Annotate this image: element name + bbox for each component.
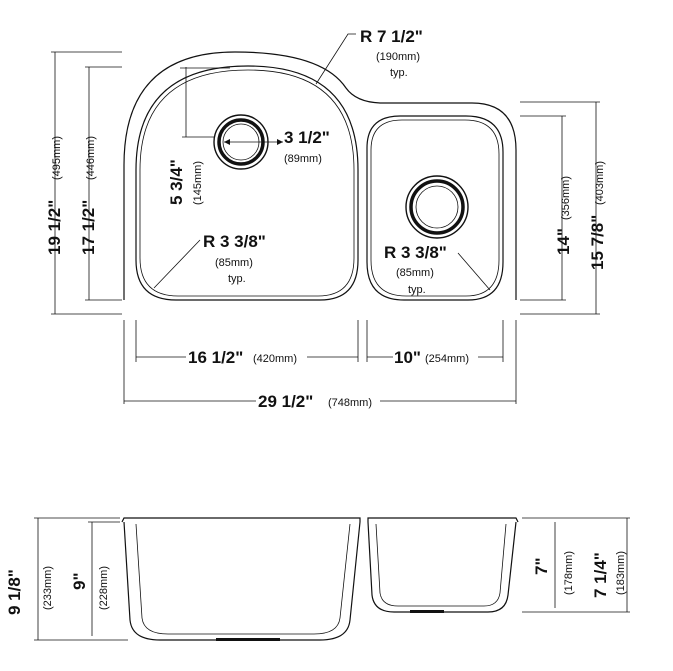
radius-top-value: R 7 1/2" [360, 27, 423, 46]
side-small-bowl [367, 521, 517, 613]
drain-diameter-mm: (89mm) [284, 153, 322, 165]
radius-left-value: R 3 3/8" [203, 232, 266, 251]
bowl-height-right-mm: (178mm) [563, 551, 575, 595]
radius-left-note: typ. [228, 273, 246, 285]
drain-diameter-value: 3 1/2" [284, 128, 330, 147]
radius-right-value: R 3 3/8" [384, 243, 447, 262]
overall-depth-left-value: 19 1/2" [45, 200, 64, 255]
radius-top-mm: (190mm) [376, 51, 420, 63]
bowl-depth-left-value: 17 1/2" [79, 200, 98, 255]
side-large-bowl [123, 521, 361, 641]
large-bowl-outline [135, 65, 359, 301]
side-view: 9 1/8" (233mm) 9" (228mm) 7" (178mm) 7 1… [5, 517, 630, 641]
overall-width-mm: (748mm) [328, 397, 372, 409]
overall-depth-right-mm: (403mm) [594, 161, 606, 205]
overall-height-left-mm: (233mm) [42, 566, 54, 610]
bowl-width-left-value: 16 1/2" [188, 348, 243, 367]
overall-depth-left-mm: (495mm) [51, 136, 63, 180]
bowl-depth-right-mm: (356mm) [560, 176, 572, 220]
radius-left-mm: (85mm) [215, 257, 253, 269]
overall-height-right-mm: (183mm) [615, 551, 627, 595]
bowl-height-left-value: 9" [70, 572, 89, 590]
bowl-depth-left-mm: (446mm) [85, 136, 97, 180]
bowl-width-right-mm: (254mm) [425, 353, 469, 365]
small-bowl-outline [366, 115, 504, 301]
bowl-height-left-mm: (228mm) [98, 566, 110, 610]
radius-right-note: typ. [408, 284, 426, 296]
bowl-height-right-value: 7" [532, 557, 551, 575]
sink-outer-outline [123, 51, 517, 300]
drain-offset-mm: (145mm) [192, 161, 204, 205]
small-drain [405, 175, 469, 239]
overall-width-value: 29 1/2" [258, 392, 313, 411]
overall-height-left-value: 9 1/8" [5, 569, 24, 615]
overall-height-right-value: 7 1/4" [591, 552, 610, 598]
drain-offset-value: 5 3/4" [167, 159, 186, 205]
bowl-width-right-value: 10" [394, 348, 421, 367]
radius-top-note: typ. [390, 67, 408, 79]
top-view: R 7 1/2" (190mm) typ. 3 1/2" (89mm) 5 3/… [45, 27, 607, 411]
side-rim [121, 517, 519, 523]
bowl-depth-right-value: 14" [554, 228, 573, 255]
large-bowl-inner [139, 69, 355, 297]
bowl-width-left-mm: (420mm) [253, 353, 297, 365]
small-bowl-inner [370, 119, 500, 297]
overall-depth-right-value: 15 7/8" [588, 215, 607, 270]
radius-right-mm: (85mm) [396, 267, 434, 279]
